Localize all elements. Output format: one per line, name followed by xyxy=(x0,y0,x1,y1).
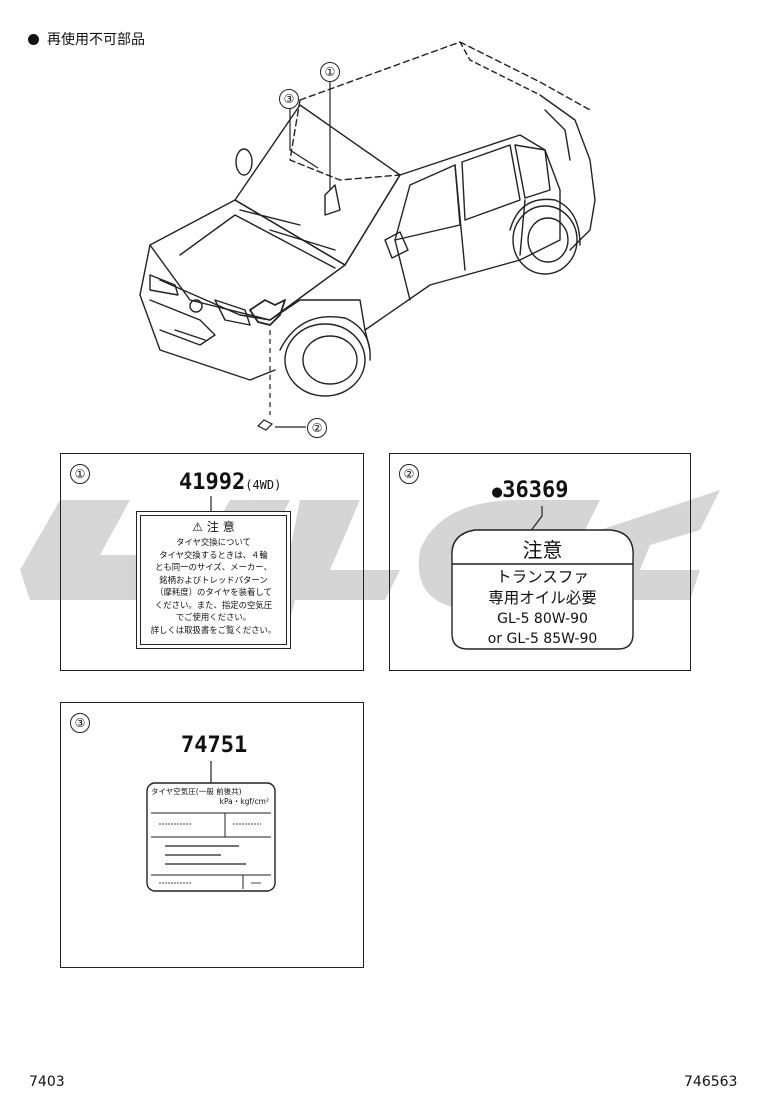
part-number: 41992 xyxy=(179,470,246,495)
callout-3: ③ xyxy=(279,89,299,109)
label-line: でご使用ください。 xyxy=(175,612,252,622)
label-line: トランスファ xyxy=(496,568,589,586)
part-number-74751: 74751 xyxy=(181,733,248,758)
label-unit: kPa・kgf/cm² xyxy=(219,797,269,806)
callout-1: ① xyxy=(320,62,340,82)
part-number: 36369 xyxy=(502,478,569,503)
legend: 再使用不可部品 xyxy=(28,29,145,49)
label-line: タイヤ交換するときは、４輪 xyxy=(159,549,268,560)
panel-2-number: ② xyxy=(399,464,419,484)
label-line: 専用オイル必要 xyxy=(488,589,597,607)
vehicle-illustration xyxy=(139,41,596,431)
footer-code-left: 7403 xyxy=(29,1074,65,1090)
label-line: とも同一のサイズ、メーカー、 xyxy=(155,562,272,572)
leader-line xyxy=(451,506,634,650)
callout-2: ② xyxy=(307,418,327,438)
legend-text: 再使用不可部品 xyxy=(47,32,145,48)
label-title: 注 意 xyxy=(206,520,235,534)
label-line: （摩耗度）のタイヤを装着して xyxy=(155,587,272,597)
non-reusable-dot-icon: ● xyxy=(492,482,503,502)
panel-1-number: ① xyxy=(70,464,90,484)
footer-code-right: 746563 xyxy=(684,1074,738,1090)
leader-line xyxy=(146,761,276,892)
warning-triangle-icon: ⚠ xyxy=(192,520,204,534)
label-line: タイヤ交換について xyxy=(176,537,251,547)
label-title: 注意 xyxy=(522,538,563,562)
panel-3-number: ③ xyxy=(70,713,90,733)
bullet-icon xyxy=(28,33,39,45)
part-number-36369: ●36369 xyxy=(492,478,568,503)
label-body: タイヤ交換について タイヤ交換するときは、４輪 とも同一のサイズ、メーカー、 銘… xyxy=(143,536,284,636)
part-number-41992: 41992(4WD) xyxy=(179,470,281,495)
part-qualifier: (4WD) xyxy=(245,478,282,492)
label-line: GL-5 80W-90 xyxy=(497,611,588,627)
label-title-row: ⚠ 注 意 xyxy=(137,518,290,535)
tire-pressure-label-text: タイヤ空気圧(一般 前後共) kPa・kgf/cm² xyxy=(151,787,273,807)
part-panel-2: ② ●36369 注意 トランスファ 専用オイル必要 GL-5 80W-90 o… xyxy=(389,453,691,671)
label-header: タイヤ空気圧(一般 前後共) xyxy=(151,787,242,796)
part-panel-1: ① 41992(4WD) ⚠ 注 意 タイヤ交換について タイヤ交換するときは、… xyxy=(60,453,364,671)
label-line: ください。また、指定の空気圧 xyxy=(154,599,273,610)
label-line: or GL-5 85W-90 xyxy=(487,631,598,647)
caution-label-tire: ⚠ 注 意 タイヤ交換について タイヤ交換するときは、４輪 とも同一のサイズ、メ… xyxy=(136,511,291,649)
label-line: 詳しくは取扱書をご覧ください。 xyxy=(150,624,277,635)
leader-line xyxy=(210,496,212,512)
part-panel-3: ③ 74751 タイヤ空気圧(一般 前後共) kPa・kgf/cm² xyxy=(60,702,364,968)
label-body: トランスファ 専用オイル必要 GL-5 80W-90 or GL-5 85W-9… xyxy=(452,567,633,649)
label-line: 銘柄およびトレッドパターン xyxy=(159,574,268,585)
